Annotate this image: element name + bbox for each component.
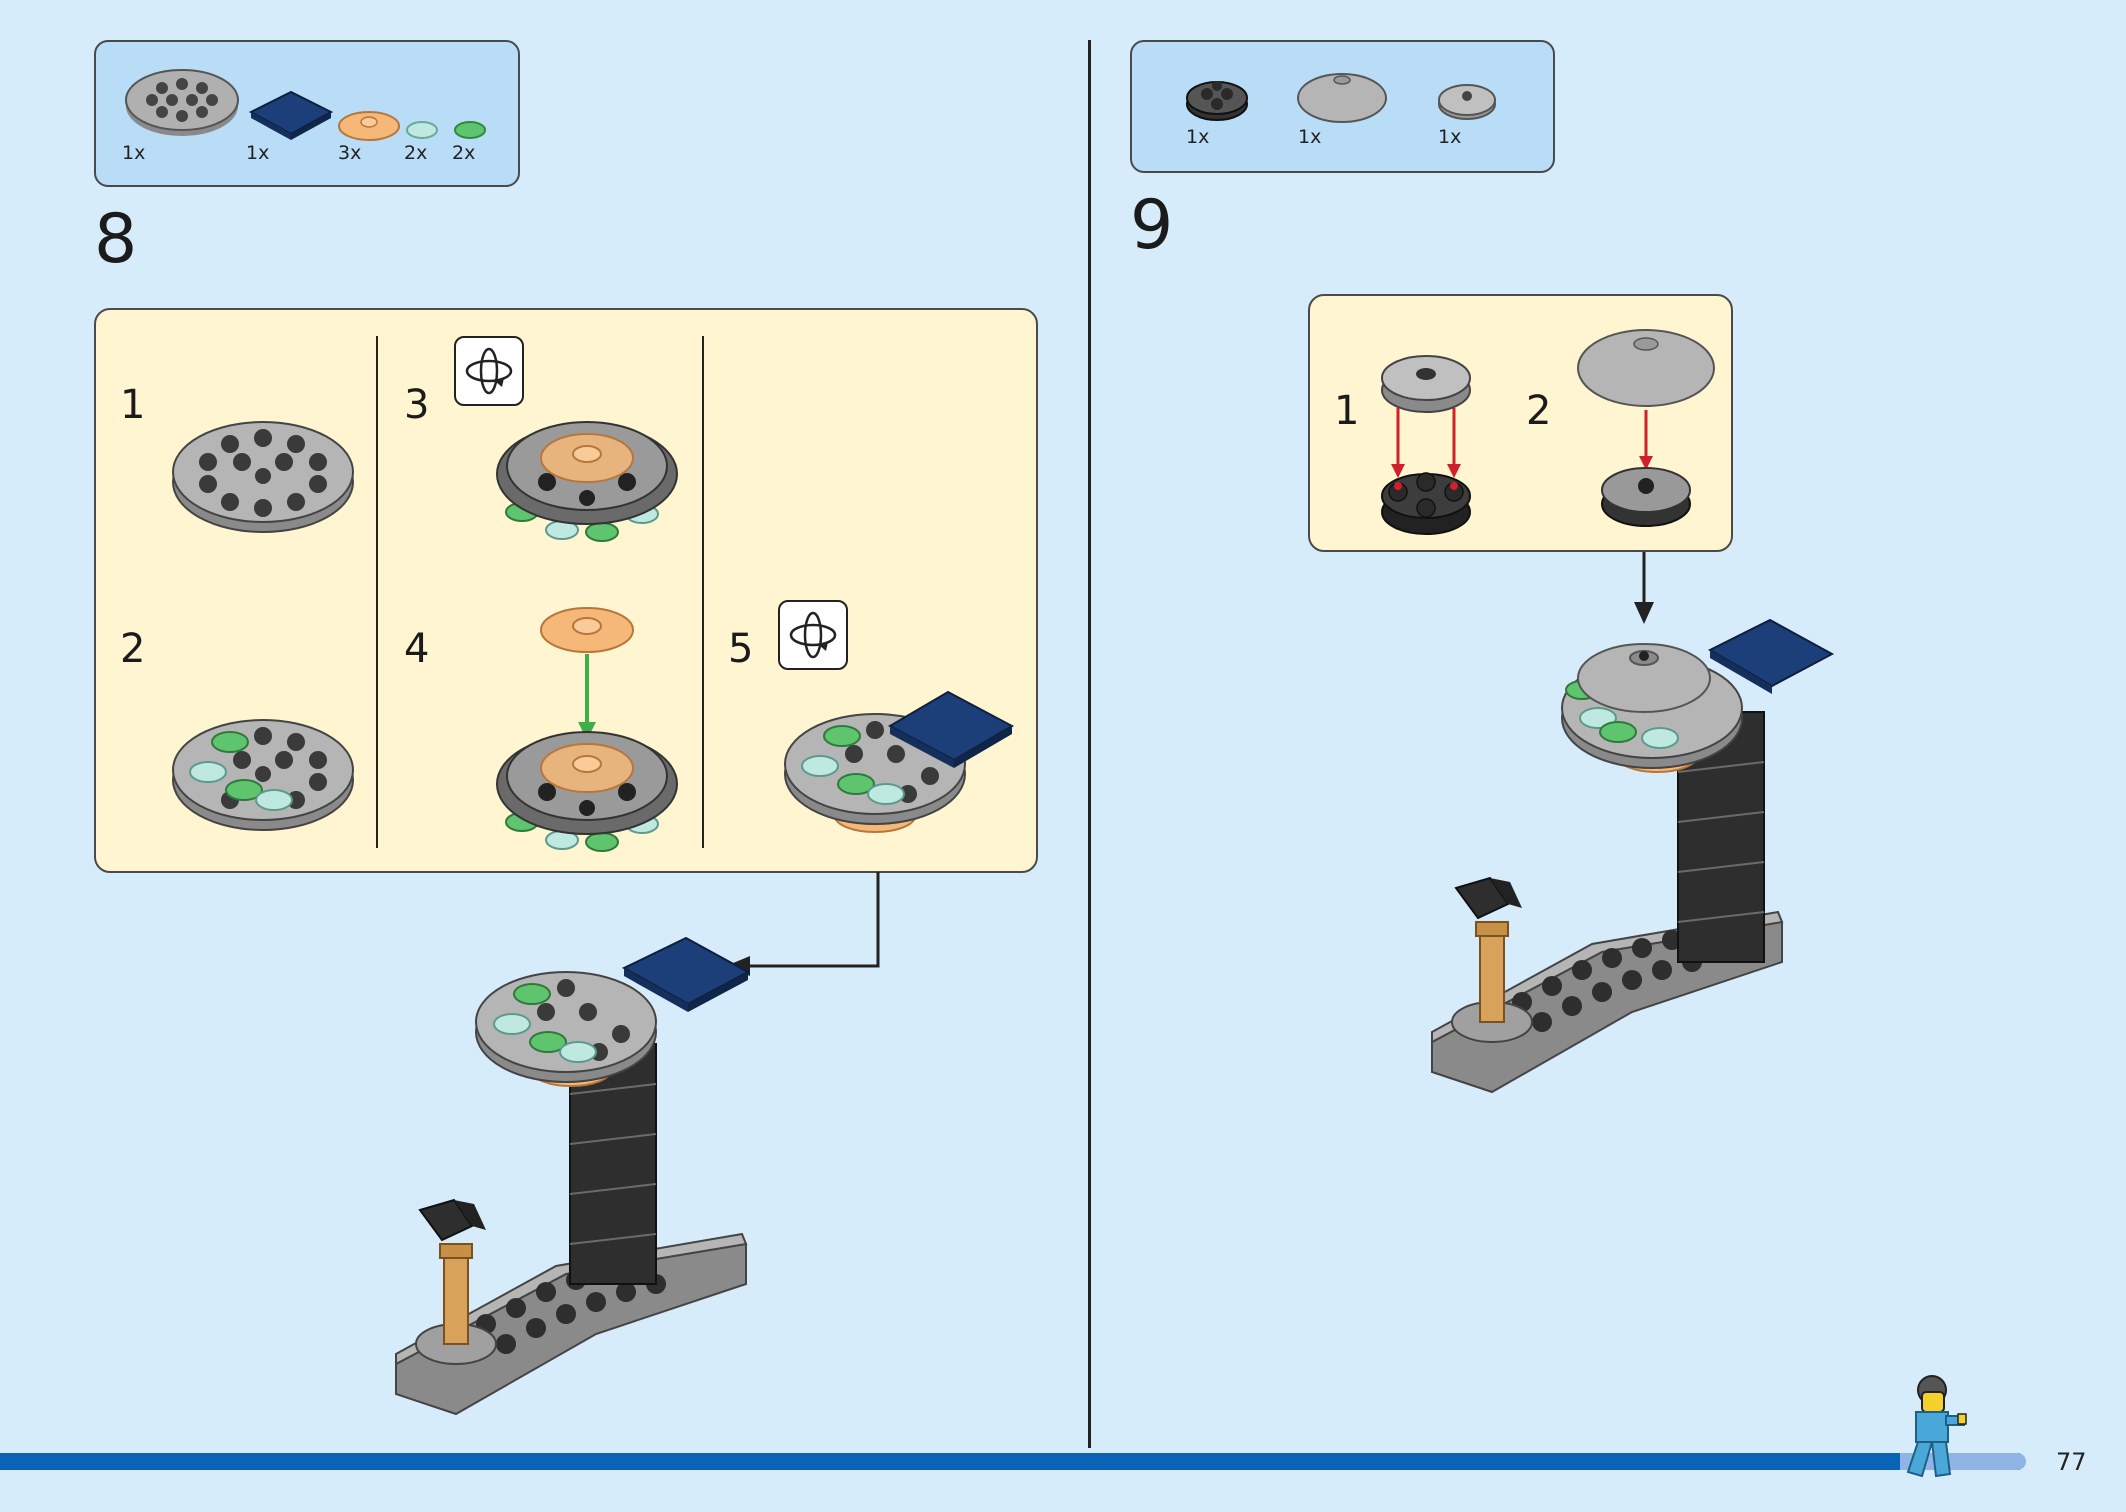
substep-divider [702,336,704,848]
substep-number-1: 1 [120,382,146,428]
step-8-assembled-model [395,936,751,1416]
substep-number-5: 5 [728,626,754,672]
step-9-assembled-model [1431,618,1835,1094]
part-count-round-plate: 1x [122,142,146,164]
substep-panel-step-8: 1 2 3 4 5 [94,308,1038,873]
substep-number-2: 2 [120,626,146,672]
part-count-tile: 1x [246,142,270,164]
step-number-8: 8 [94,200,138,279]
page-divider [1088,40,1091,1448]
substep-number-4: 4 [404,626,430,672]
trans-orange-dish-part [338,111,400,141]
substep-5-plate-with-blue-tile [784,690,1015,833]
step-number-9: 9 [1130,186,1174,265]
substep-2-plate-with-tiles [172,719,354,831]
parts-list-step-9: 1x 1x 1x [1130,40,1555,173]
dark-gray-round-plate-part [1186,81,1248,121]
rotate-model-icon [778,600,848,670]
page-number: 77 [2056,1448,2087,1476]
footer-bar [0,1453,2020,1470]
gray-dish-part [1297,73,1387,123]
part-count-gray-tile: 1x [1438,126,1462,148]
part-count-gray-dish: 1x [1298,126,1322,148]
part-count-dark-gray-plate: 1x [1186,126,1210,148]
part-count-orange-dish: 3x [338,142,362,164]
part-count-green-tile: 2x [452,142,476,164]
substep-1-stack-plates [1381,355,1471,535]
substep-3-underside-with-dish [496,421,678,542]
rotate-model-icon [454,336,524,406]
substep-1-round-plate [172,421,354,533]
part-count-light-blue-tile: 2x [404,142,428,164]
trans-light-blue-tile-part [406,121,438,139]
substep-number-1: 1 [1334,388,1360,434]
substep-panel-step-9: 1 2 [1308,294,1733,552]
substep-number-2: 2 [1526,388,1552,434]
callout-arrow [1634,552,1654,624]
substep-4-add-dish [496,607,678,852]
substep-2-add-dish [1577,329,1715,527]
round-plate-part [125,69,239,136]
substep-number-3: 3 [404,382,430,428]
trans-green-tile-part [454,121,486,139]
parts-list-step-8: 1x 1x 3x 2x 2x [94,40,520,187]
minifigure-mascot-icon [1906,1375,1967,1478]
dark-blue-tile-part [248,90,334,140]
gray-round-tile-part [1438,84,1496,120]
substep-divider [376,336,378,848]
footer-bar-highlight [1900,1453,2026,1470]
